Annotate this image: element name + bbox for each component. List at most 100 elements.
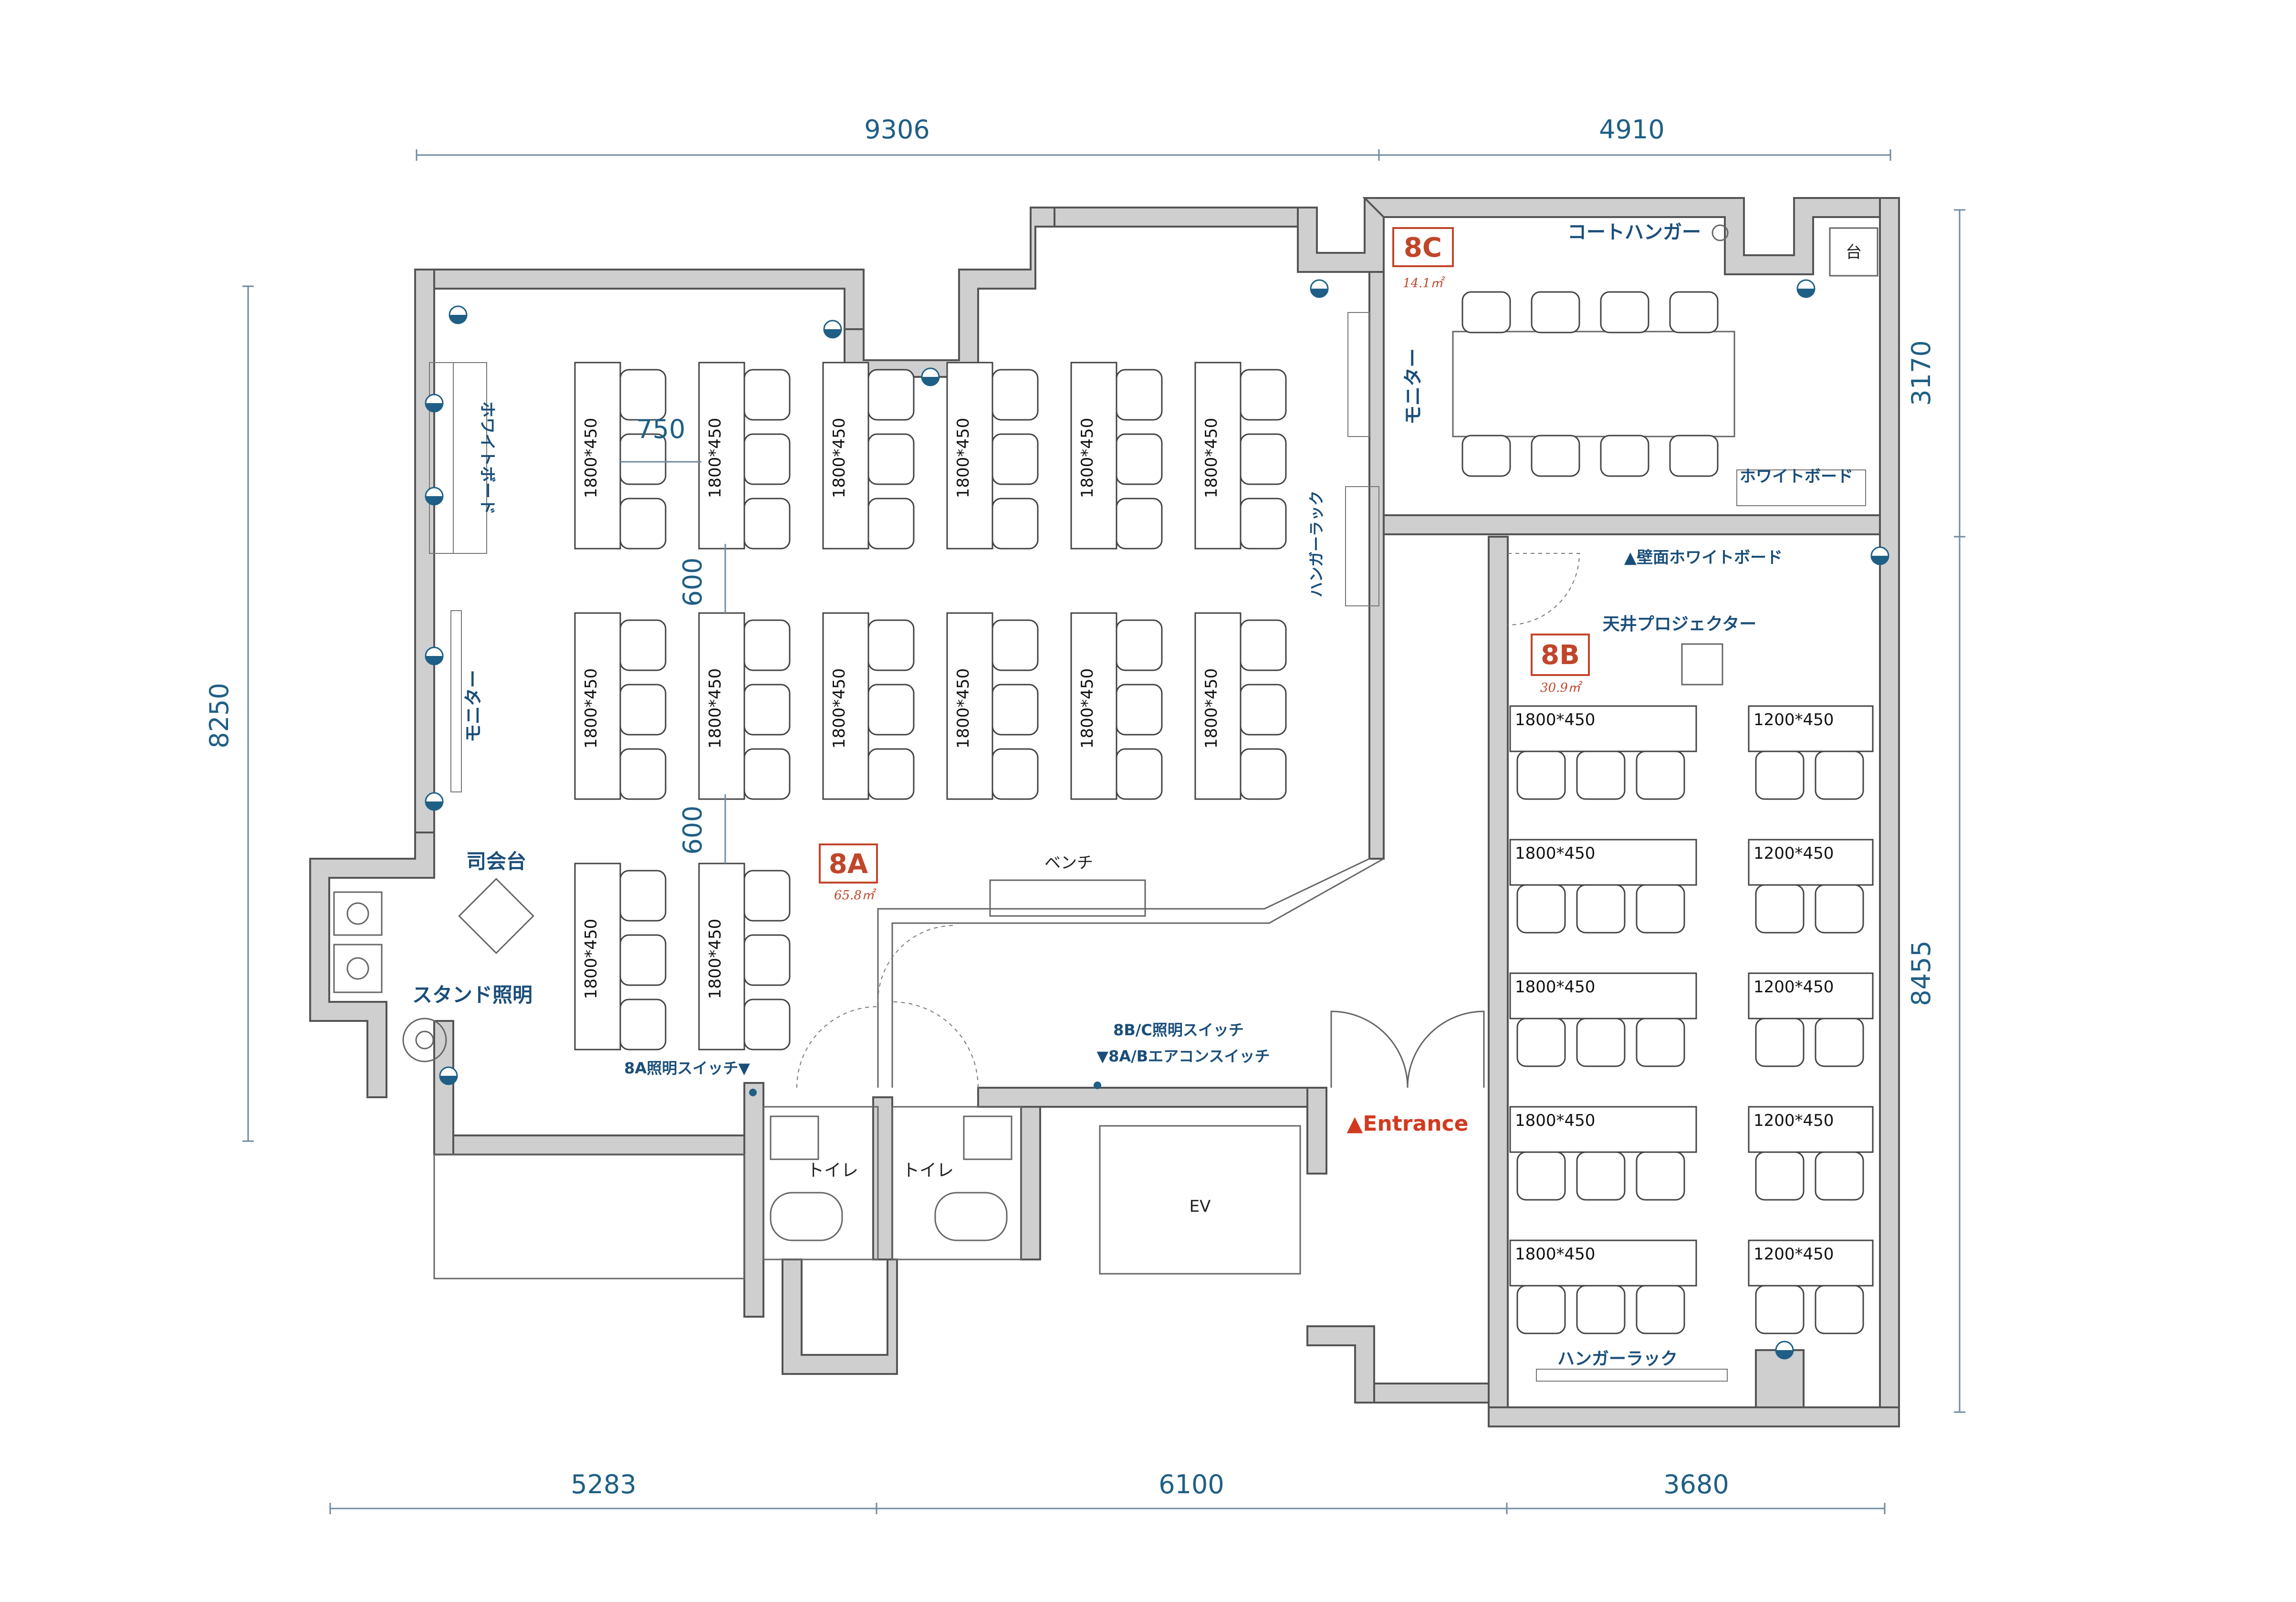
desk-size-label: 1200*450 (1753, 978, 1834, 997)
desk (1194, 362, 1242, 550)
chair (743, 619, 791, 671)
desk-size-label: 1200*450 (1753, 710, 1834, 729)
desk-size-label: 1800*450 (954, 668, 973, 749)
outlet-markers (425, 279, 1889, 1360)
chair (867, 748, 915, 800)
desk (1194, 612, 1242, 800)
chair (1576, 750, 1626, 800)
desk-size-label: 1800*450 (830, 418, 849, 498)
outlet-icon-fill (1797, 289, 1815, 297)
chair (1636, 750, 1685, 800)
desk (1509, 1106, 1697, 1153)
room-8c-badge (1392, 227, 1454, 267)
toilet-2 (891, 1106, 1022, 1260)
chair (619, 748, 667, 800)
wall-whiteboard-8b-label: ▲壁面ホワイトボード (1624, 548, 1783, 567)
whiteboard-8c-label: ホワイトボード (1740, 467, 1853, 486)
chair (619, 934, 667, 986)
chair (619, 619, 667, 671)
outlet-icon-fill (426, 403, 443, 412)
elevator (1099, 1125, 1301, 1275)
desk (1509, 839, 1697, 886)
chair (1116, 369, 1163, 421)
coat-hanger (1712, 224, 1729, 241)
desk (1509, 1239, 1697, 1287)
outlet-icon-fill (440, 1076, 457, 1084)
chair (991, 619, 1039, 671)
sink-2 (333, 944, 383, 993)
room-8a-badge (819, 843, 878, 884)
chair (1815, 1285, 1864, 1334)
outlet-icon-fill (449, 315, 467, 323)
chair (991, 684, 1039, 736)
chair (743, 870, 791, 922)
chair (991, 498, 1039, 550)
desk-size-label: 1800*450 (582, 668, 601, 749)
desk (1748, 1239, 1874, 1287)
outlet-icon-fill (1776, 1350, 1793, 1359)
chair (1600, 291, 1649, 333)
chair (743, 433, 791, 485)
room-8a-area: 65.8㎡ (834, 888, 877, 903)
desk (822, 612, 869, 800)
desk-size-label: 1800*450 (1515, 978, 1595, 997)
hanger-rack-8a-label: ハンガーラック (1307, 490, 1325, 597)
chair (1240, 684, 1287, 736)
chair (1516, 1018, 1566, 1067)
chair (619, 999, 667, 1051)
outlet-icon-fill (1871, 556, 1889, 564)
chair (619, 369, 667, 421)
chair (743, 498, 791, 550)
chair (1240, 369, 1287, 421)
chair (743, 934, 791, 986)
desk-size-label: 1800*450 (706, 418, 725, 498)
dimension-lines (242, 149, 1965, 1514)
chair (991, 369, 1039, 421)
outlet-icon-fill (426, 656, 443, 665)
monitor-8a-label: モニター (463, 670, 484, 742)
ev-label: EV (1190, 1197, 1211, 1216)
chair (1755, 750, 1805, 800)
room-8b-area: 30.9㎡ (1540, 681, 1583, 695)
chair (1600, 435, 1649, 477)
desk (1748, 1106, 1874, 1153)
dim-right-top: 3170 (1906, 340, 1936, 406)
chair (1240, 748, 1287, 800)
measure-600-a: 600 (678, 557, 708, 606)
outlet-icon-fill (922, 377, 939, 385)
dim-bottom-right: 3680 (1663, 1469, 1729, 1499)
desk-size-label: 1800*450 (1202, 418, 1221, 498)
stand-8c (1829, 227, 1879, 277)
chair (867, 619, 915, 671)
chair (1576, 1018, 1626, 1067)
stand-light-label: スタンド照明 (412, 983, 532, 1007)
desk-size-label: 1800*450 (582, 418, 601, 498)
entrance-label: ▲Entrance (1347, 1112, 1469, 1136)
chair (867, 369, 915, 421)
desk-size-label: 1800*450 (1515, 1245, 1595, 1264)
chair (1516, 750, 1566, 800)
chair (743, 369, 791, 421)
outlet-icon-fill (426, 801, 443, 810)
chair (619, 870, 667, 922)
dim-top-left: 9306 (864, 114, 929, 145)
projector (1681, 643, 1723, 686)
chair (991, 433, 1039, 485)
walls (309, 197, 1900, 1427)
room-8b-name: 8B (1541, 640, 1580, 671)
bench (989, 879, 1146, 917)
desk-size-label: 1800*450 (706, 668, 725, 749)
chair (1116, 619, 1163, 671)
chair (1636, 1018, 1685, 1067)
chair (1636, 884, 1685, 934)
chair (743, 684, 791, 736)
chair (1815, 884, 1864, 934)
dim-top-right: 4910 (1599, 114, 1664, 145)
desk (1748, 839, 1874, 886)
desk (574, 612, 621, 800)
chair (1516, 1151, 1566, 1201)
desk-size-label: 1800*450 (582, 919, 601, 999)
coat-hanger-label: コートハンガー (1567, 221, 1701, 243)
room-8c: 8C 14.1㎡ コートハンガー 台 モニター ホワイトボード (1392, 221, 1879, 506)
